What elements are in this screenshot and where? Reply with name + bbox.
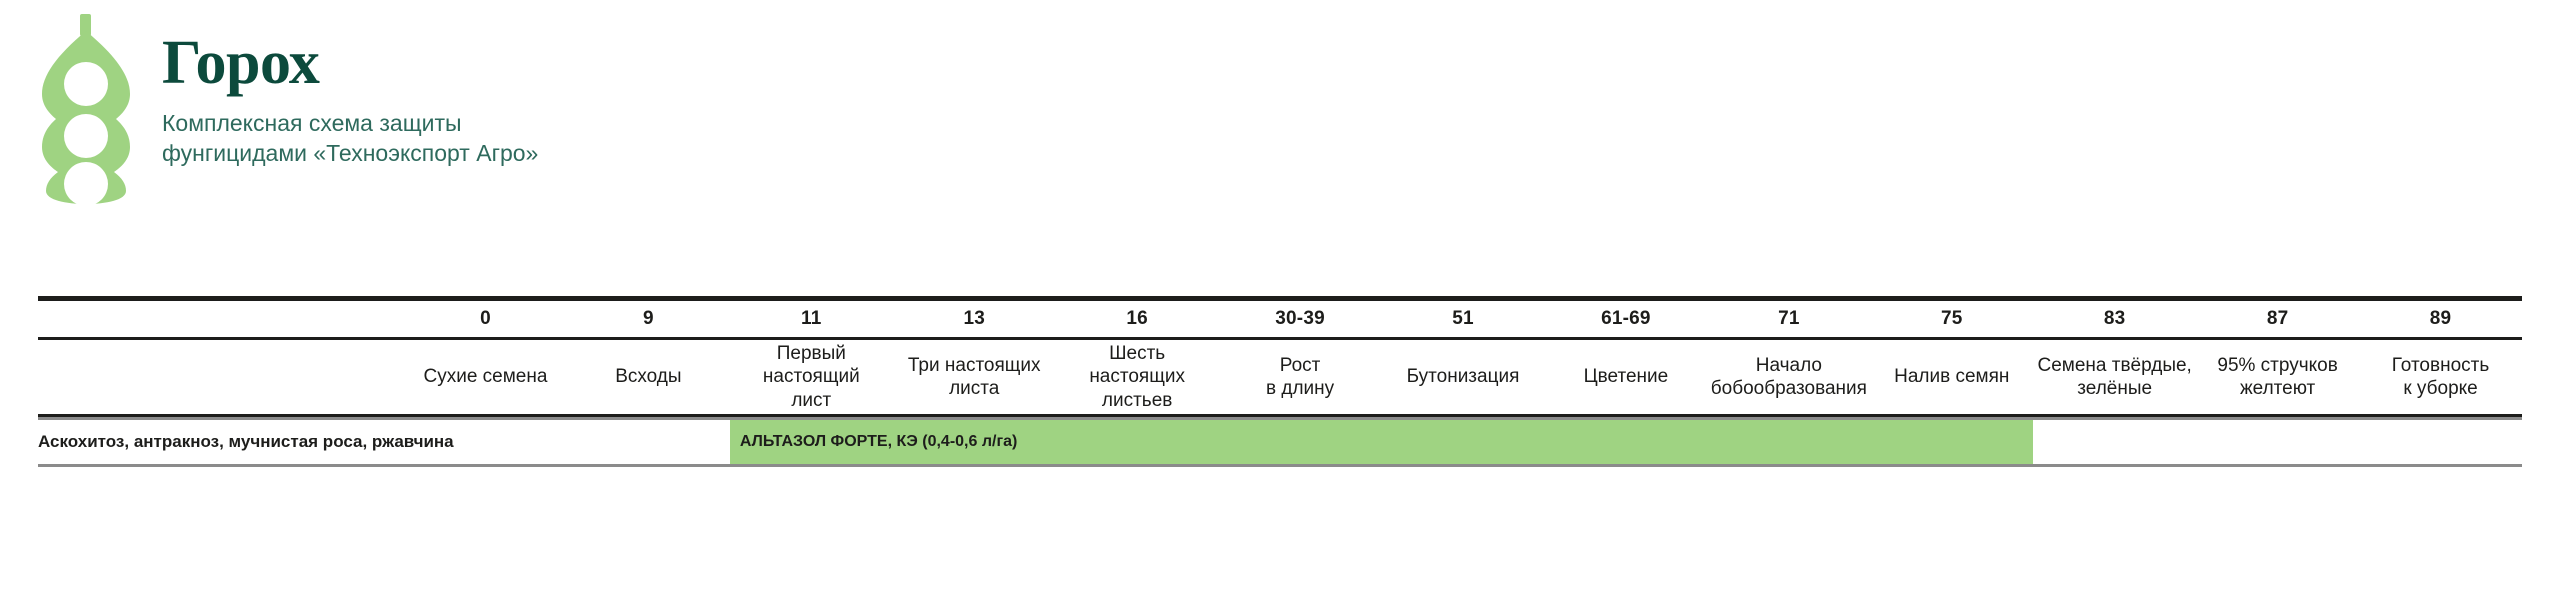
bbch-code: 16 bbox=[1126, 308, 1148, 329]
stage-name: Налив семян bbox=[1894, 366, 2010, 388]
bbch-code: 87 bbox=[2266, 308, 2289, 329]
table-bottom-rule bbox=[38, 464, 2522, 467]
stage-name: 95% стручков желтеют bbox=[2217, 354, 2338, 399]
bbch-code: 11 bbox=[801, 308, 822, 329]
bbch-code: 13 bbox=[963, 308, 985, 329]
bbch-code: 9 bbox=[642, 308, 654, 329]
page-title: Горох bbox=[162, 29, 320, 97]
stage-name: Сухие семена bbox=[423, 366, 548, 388]
stage-bottom-rule bbox=[38, 414, 2522, 417]
stage-row-spacer bbox=[38, 340, 404, 414]
stage-bottom-rule-shadow bbox=[38, 417, 2522, 420]
stage-name: Бутонизация bbox=[1406, 366, 1520, 388]
stage-name-row: Сухие семена Всходы Первый настоящий лис… bbox=[38, 340, 2522, 414]
header-titles: Горох Комплексная схема защиты фунгицида… bbox=[162, 14, 538, 169]
bbch-bottom-rule bbox=[38, 337, 2522, 340]
treatment-row: Аскохитоз, антракноз, мучнистая роса, рж… bbox=[38, 420, 2522, 464]
bbch-code: 71 bbox=[1778, 308, 1800, 329]
pea-pod-icon bbox=[38, 14, 134, 206]
stage-name: Цветение bbox=[1583, 366, 1669, 388]
bbch-code: 75 bbox=[1940, 308, 1963, 329]
treatment-bar[interactable]: АЛЬТАЗОЛ ФОРТЕ, КЭ (0,4-0,6 л/га) bbox=[729, 420, 2034, 464]
header: Горох Комплексная схема защиты фунгицида… bbox=[38, 14, 538, 206]
bbch-code: 0 bbox=[480, 308, 491, 329]
bbch-row-spacer bbox=[38, 301, 404, 337]
stage-name: Шесть настоящих листьев bbox=[1089, 343, 1185, 411]
bbch-code: 51 bbox=[1452, 308, 1474, 329]
bbch-code: 61-69 bbox=[1601, 308, 1651, 329]
product-label: АЛЬТАЗОЛ ФОРТЕ, КЭ (0,4-0,6 л/га) bbox=[739, 433, 1018, 450]
disease-list-label: Аскохитоз, антракноз, мучнистая роса, рж… bbox=[38, 432, 454, 451]
bbch-code-row: 0 9 11 13 16 30-39 51 61-69 71 75 83 87 … bbox=[38, 301, 2522, 337]
stage-name: Первый настоящий лист bbox=[762, 343, 860, 411]
bbch-code: 83 bbox=[2103, 308, 2126, 329]
stage-name: Рост в длину bbox=[1265, 354, 1335, 399]
bbch-code: 30-39 bbox=[1275, 308, 1325, 329]
bbch-code: 89 bbox=[2429, 308, 2452, 329]
stage-name: Три настоящих листа bbox=[907, 354, 1041, 399]
table-top-rule bbox=[38, 296, 2522, 301]
stage-name: Семена твёрдые, зелёные bbox=[2037, 354, 2192, 399]
stage-name: Начало бобообразования bbox=[1710, 354, 1867, 399]
stage-name: Готовность к уборке bbox=[2391, 354, 2490, 399]
growth-stage-table: 0 9 11 13 16 30-39 51 61-69 71 75 83 87 … bbox=[38, 296, 2522, 467]
stage-name: Всходы bbox=[615, 366, 682, 388]
page-subtitle: Комплексная схема защиты фунгицидами «Те… bbox=[162, 110, 539, 167]
